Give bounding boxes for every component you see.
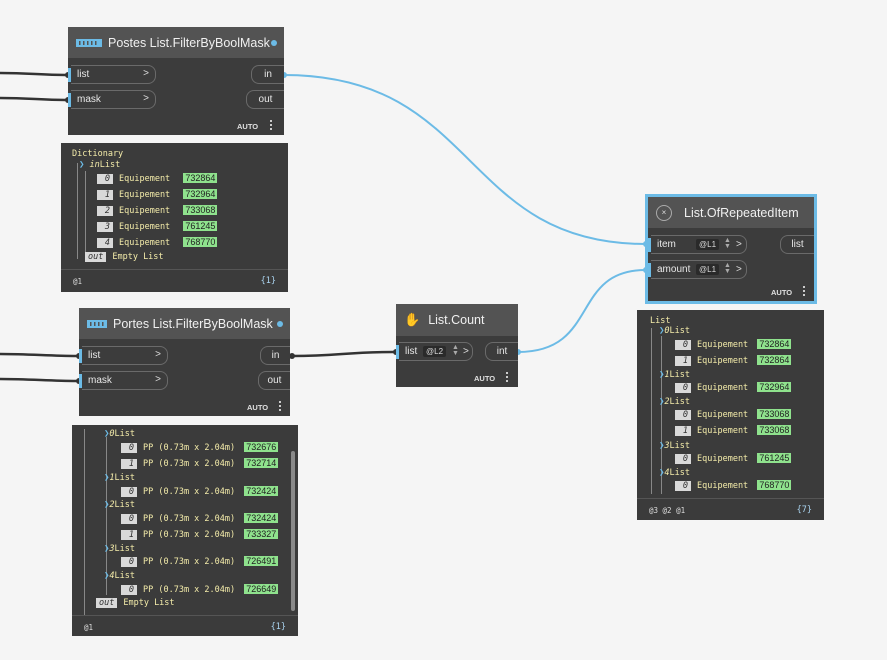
chevron-down-icon[interactable]: ❯ — [79, 160, 85, 170]
chevron-down-icon[interactable]: ❯ — [659, 441, 665, 451]
output-port-int[interactable]: int — [485, 342, 518, 361]
node-menu-icon[interactable] — [279, 401, 281, 413]
chevron-right-icon: > — [155, 349, 161, 360]
chevron-down-icon[interactable]: ❯ — [104, 500, 110, 510]
input-port-amount[interactable]: amount — [648, 260, 747, 279]
level-stepper-icon[interactable]: ▲▼ — [452, 344, 459, 357]
input-port-item[interactable]: item — [648, 235, 747, 254]
watch-count: {1} — [260, 276, 276, 286]
filter-list-icon — [87, 319, 107, 328]
lacing-label[interactable]: AUTO — [237, 122, 259, 131]
list-level-field[interactable]: @L1 — [696, 239, 720, 250]
chevron-right-icon: > — [736, 239, 742, 250]
level-stepper-icon[interactable]: ▲▼ — [724, 237, 731, 250]
watch-root-label: Dictionary — [72, 149, 124, 159]
node-menu-icon[interactable] — [270, 120, 272, 132]
node-list-count[interactable]: ✋ List.Count list @L2 ▲▼ > int AUTO — [396, 304, 518, 387]
list-level-field[interactable]: @L2 — [423, 346, 447, 357]
watch-levels: @1 — [73, 277, 83, 286]
input-port-mask[interactable]: mask> — [79, 371, 168, 390]
chevron-down-icon[interactable]: ❯ — [104, 571, 110, 581]
repeat-icon: × — [656, 204, 672, 221]
node-menu-icon[interactable] — [506, 372, 508, 384]
chevron-down-icon[interactable]: ❯ — [104, 429, 110, 439]
preview-dot-icon — [271, 40, 277, 46]
input-port-list[interactable]: list — [396, 342, 473, 361]
wire-mask-in-2[interactable] — [0, 377, 78, 383]
chevron-down-icon[interactable]: ❯ — [659, 397, 665, 407]
preview-dot-icon — [277, 321, 283, 327]
chevron-down-icon[interactable]: ❯ — [659, 468, 665, 478]
output-port-in[interactable]: in — [251, 65, 284, 84]
chevron-down-icon[interactable]: ❯ — [104, 473, 110, 483]
wire-count-to-amount[interactable] — [517, 269, 647, 353]
node-title: List.OfRepeatedItem — [684, 205, 799, 220]
watch-levels: @1 — [84, 623, 94, 632]
wire-mask-in-1[interactable] — [0, 96, 67, 102]
node-title: Postes List.FilterByBoolMask — [108, 35, 270, 50]
watch-levels: @3 @2 @1 — [649, 506, 686, 515]
chevron-right-icon: > — [463, 346, 469, 357]
output-port-out[interactable]: out — [246, 90, 284, 109]
list-level-field[interactable]: @L1 — [696, 264, 720, 275]
chevron-down-icon[interactable]: ❯ — [104, 544, 110, 554]
wire-list-in-2[interactable] — [0, 352, 78, 358]
chevron-down-icon[interactable]: ❯ — [659, 370, 665, 380]
output-port-list[interactable]: list — [780, 235, 814, 254]
node-postes-filter[interactable]: Postes List.FilterByBoolMask list> mask>… — [68, 27, 284, 135]
node-portes-filter[interactable]: Portes List.FilterByBoolMask list> mask>… — [79, 308, 290, 416]
input-port-mask[interactable]: mask> — [68, 90, 156, 109]
lacing-label[interactable]: AUTO — [247, 403, 269, 412]
node-title: List.Count — [428, 313, 485, 327]
node-menu-icon[interactable] — [803, 286, 805, 298]
filter-list-icon — [76, 38, 102, 47]
node-list-of-repeated-item[interactable]: × List.OfRepeatedItem item @L1 ▲▼ > amou… — [645, 194, 817, 304]
node-title: Portes List.FilterByBoolMask — [113, 316, 273, 331]
output-port-out[interactable]: out — [258, 371, 290, 390]
output-port-in[interactable]: in — [260, 346, 290, 365]
hand-icon: ✋ — [404, 312, 421, 327]
chevron-right-icon: > — [143, 93, 149, 104]
watch-scrollbar[interactable] — [291, 451, 295, 611]
wire-filter1-to-item[interactable] — [283, 74, 647, 245]
chevron-down-icon[interactable]: ❯ — [659, 326, 665, 336]
lacing-label[interactable]: AUTO — [771, 288, 793, 297]
chevron-right-icon: > — [736, 264, 742, 275]
chevron-right-icon: > — [155, 374, 161, 385]
lacing-label[interactable]: AUTO — [474, 374, 496, 383]
wire-filter2-to-count[interactable] — [291, 350, 395, 358]
level-stepper-icon[interactable]: ▲▼ — [724, 262, 731, 275]
watch-count: {1} — [270, 622, 286, 632]
watch-count: {7} — [796, 505, 812, 515]
input-port-list[interactable]: list> — [79, 346, 168, 365]
watch-root-label: List — [650, 316, 671, 326]
wire-list-in-1[interactable] — [0, 71, 67, 77]
input-port-list[interactable]: list> — [68, 65, 156, 84]
chevron-right-icon: > — [143, 68, 149, 79]
